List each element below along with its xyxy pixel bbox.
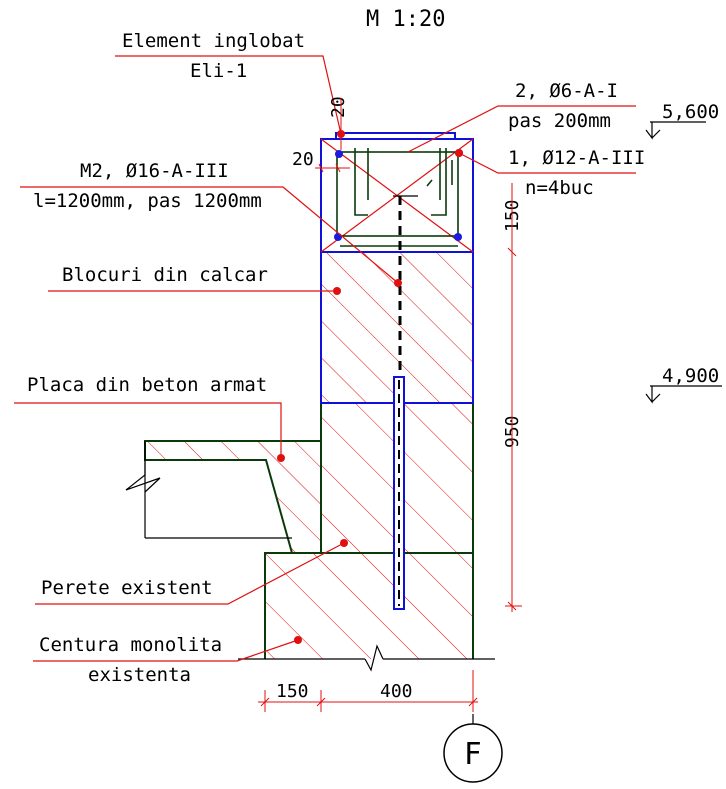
label-element-inglobat-1: Element inglobat [122, 30, 305, 52]
dim-offset-text: 150 [276, 681, 309, 702]
scale-title: M 1:20 [366, 7, 445, 32]
label-centura-1: Centura monolita [39, 634, 222, 656]
label-element-inglobat-2: Eli-1 [190, 60, 247, 82]
axis-label: F [464, 737, 481, 772]
dim-bottom: 150 400 [258, 670, 478, 712]
grinda-noua [320, 132, 474, 253]
label-rebar-2-2: pas 200mm [508, 110, 611, 132]
dim-cover-side-text: 20 [292, 149, 314, 170]
level-4900-text: 4,900 [662, 365, 719, 387]
label-rebar-1-2: n=4buc [525, 177, 594, 199]
placa-beton-armat [125, 440, 322, 554]
label-rebar-2: 2, Ø6-A-I pas 200mm [407, 80, 636, 153]
label-blocuri-calcar: Blocuri din calcar [48, 264, 341, 295]
label-perete-text: Perete existent [41, 577, 213, 599]
label-m2-2: l=1200mm, pas 1200mm [33, 190, 262, 212]
label-centura: Centura monolita existenta [33, 634, 302, 686]
dim-cover-top: 20 [328, 96, 349, 150]
label-rebar-1: 1, Ø12-A-III n=4buc [455, 147, 645, 199]
dim-block-height: 950 [502, 252, 523, 612]
label-placa-text: Placa din beton armat [27, 374, 267, 396]
label-element-inglobat: Element inglobat Eli-1 [115, 30, 345, 138]
level-5600-text: 5,600 [662, 101, 719, 123]
label-rebar-1-1: 1, Ø12-A-III [508, 147, 645, 169]
label-m2-1: M2, Ø16-A-III [80, 160, 229, 182]
ancora-m2 [393, 195, 418, 610]
label-centura-2: existenta [88, 664, 191, 686]
level-mark-5600: 5,600 [645, 101, 719, 140]
label-placa: Placa din beton armat [14, 374, 285, 462]
centura-monolita [238, 552, 495, 672]
label-blocuri-text: Blocuri din calcar [62, 264, 268, 286]
axis-bubble-f: F [443, 714, 503, 783]
label-rebar-2-1: 2, Ø6-A-I [515, 80, 618, 102]
label-ancora-m2: M2, Ø16-A-III l=1200mm, pas 1200mm [20, 160, 402, 287]
dim-cover-top-text: 20 [328, 96, 349, 118]
dim-beam-height: 150 [502, 183, 523, 257]
dim-wall-width-text: 400 [380, 681, 413, 702]
dim-cover-side: 20 [292, 149, 350, 173]
level-mark-4900: 4,900 [645, 365, 722, 404]
label-perete: Perete existent [35, 539, 348, 605]
